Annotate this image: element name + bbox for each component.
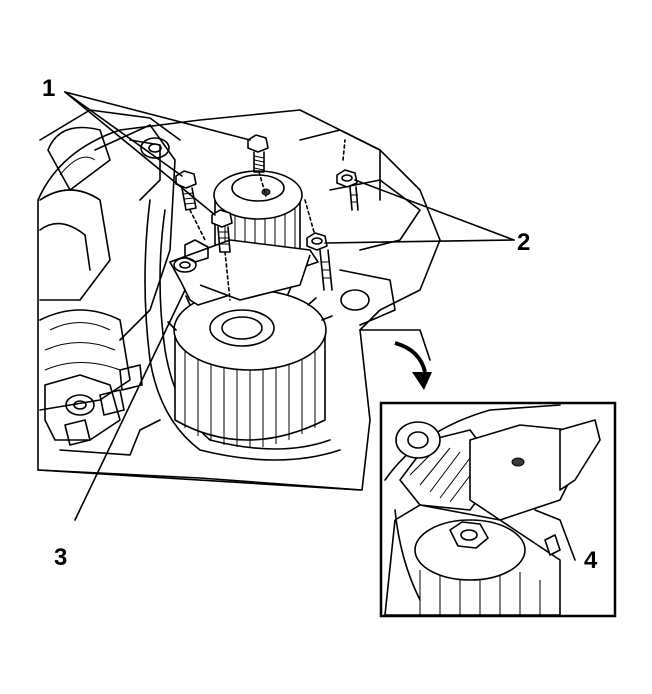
- callout-1: 1: [42, 75, 55, 102]
- leader-line-2b: [324, 239, 515, 244]
- leader-line-1b: [64, 91, 183, 177]
- bolt-upper-left: [175, 170, 206, 241]
- bolt-upper-right: [247, 134, 269, 197]
- callout-3: 3: [54, 544, 67, 571]
- leader-line-1a: [64, 91, 251, 141]
- nut-lower: [304, 199, 333, 291]
- leader-line-3: [74, 289, 186, 521]
- callout-2: 2: [517, 229, 530, 256]
- lower-camshaft-sprocket: [167, 277, 333, 448]
- nut-upper: [336, 139, 359, 211]
- callout-4: 4: [584, 547, 598, 574]
- detail-arrow: [394, 341, 432, 390]
- leader-line-2a: [354, 179, 515, 241]
- detail-inset: [379, 401, 617, 618]
- bolt-middle: [211, 209, 233, 301]
- sprocket-holding-tool: [169, 239, 319, 306]
- engine-block-background: [37, 109, 441, 491]
- leader-line-1c: [64, 91, 216, 216]
